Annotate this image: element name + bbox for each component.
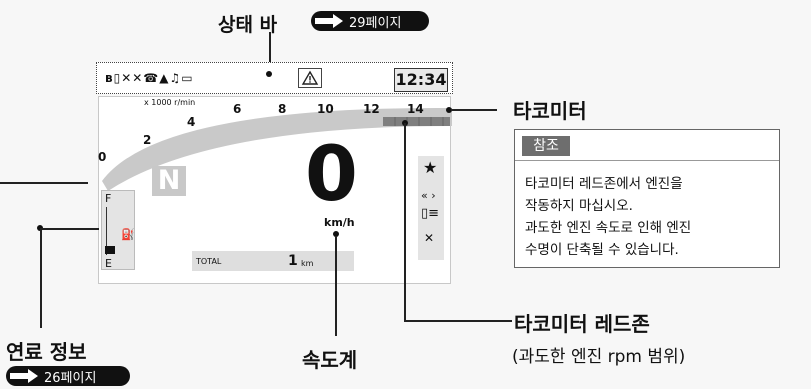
note-body: 타코미터 레드존에서 엔진을 작동하지 마십시오. 과도한 엔진 속도로 인해 … (525, 173, 775, 261)
tach-arc-leader (0, 182, 88, 184)
odometer-value: 1 (288, 253, 298, 269)
status-bar-leader (269, 32, 271, 74)
status-bar: ʙ▯✕✕☎▲♫▭ 12:34 (96, 62, 453, 94)
speedometer-marker (333, 231, 339, 237)
status-bar-page-ref[interactable]: 29페이지 (311, 11, 429, 31)
speedometer-leader (335, 236, 337, 336)
redzone-callout-label: 타코미터 레드존 (514, 312, 650, 336)
note-line-3: 과도한 엔진 속도로 인해 엔진 (525, 220, 692, 236)
note-box: 참조 타코미터 레드존에서 엔진을 작동하지 마십시오. 과도한 엔진 속도로 … (514, 129, 780, 268)
fuel-leader-h (41, 228, 99, 230)
fuel-scale (106, 207, 117, 255)
odometer: TOTAL 1 km (192, 251, 354, 271)
speed-value: 0 (305, 129, 358, 218)
fuel-gauge: F E ⛽ (101, 190, 135, 270)
redzone-leader-v (404, 123, 406, 321)
fuel-full-label: F (105, 192, 112, 205)
redzone-leader-h (404, 320, 512, 322)
tachometer-arc (102, 107, 452, 191)
arrow-right-icon (315, 14, 343, 28)
clock-display: 12:34 (394, 68, 448, 92)
status-bar-marker (266, 71, 272, 77)
chevron-icons: « › (421, 189, 436, 202)
fuel-leader-v (40, 228, 42, 328)
warning-icon (298, 68, 322, 88)
rpm-scale-label: x 1000 r/min (144, 98, 196, 107)
rpm-tick-14: 14 (407, 102, 424, 116)
tachometer-leader (452, 109, 497, 111)
note-line-1: 타코미터 레드존에서 엔진을 (525, 176, 683, 192)
status-icons: ʙ▯✕✕☎▲♫▭ (105, 71, 194, 85)
rpm-tick-2: 2 (143, 133, 152, 147)
gear-indicator: N (152, 166, 186, 196)
status-bar-callout-label: 상태 바 (218, 14, 278, 36)
rpm-tick-10: 10 (317, 102, 334, 116)
star-icon: ★ (423, 158, 438, 177)
tachometer-callout-label: 타코미터 (513, 99, 587, 123)
fuel-callout-label: 연료 정보 (6, 340, 87, 364)
arrow-right-icon (10, 369, 38, 383)
note-divider (515, 160, 779, 161)
mode-icon-column: ★ « › ▯≡ ✕ (418, 156, 444, 260)
rpm-tick-6: 6 (233, 102, 242, 116)
rpm-tick-0: 0 (98, 150, 107, 164)
fuel-page-ref[interactable]: 26페이지 (6, 366, 130, 386)
mute-icon: ✕ (424, 231, 435, 245)
odometer-unit: km (301, 259, 314, 268)
note-heading: 참조 (522, 136, 570, 156)
tachometer-marker (446, 107, 452, 113)
note-line-4: 수명이 단축될 수 있습니다. (525, 242, 679, 258)
phone-list-icon: ▯≡ (421, 206, 440, 221)
redzone-callout-sub: (과도한 엔진 rpm 범위) (512, 347, 686, 367)
speedometer-callout-label: 속도계 (302, 348, 358, 372)
rpm-tick-8: 8 (278, 102, 287, 116)
rpm-tick-4: 4 (187, 115, 196, 129)
fuel-page-ref-text: 26페이지 (44, 370, 97, 386)
fuel-level-bar (105, 246, 115, 254)
status-bar-page-ref-text: 29페이지 (349, 15, 402, 31)
fuel-empty-label: E (105, 257, 112, 270)
odometer-label: TOTAL (196, 257, 222, 266)
note-line-2: 작동하지 마십시오. (525, 198, 633, 214)
rpm-tick-12: 12 (363, 102, 380, 116)
speed-unit: km/h (324, 216, 355, 229)
fuel-pump-icon: ⛽ (121, 228, 135, 241)
